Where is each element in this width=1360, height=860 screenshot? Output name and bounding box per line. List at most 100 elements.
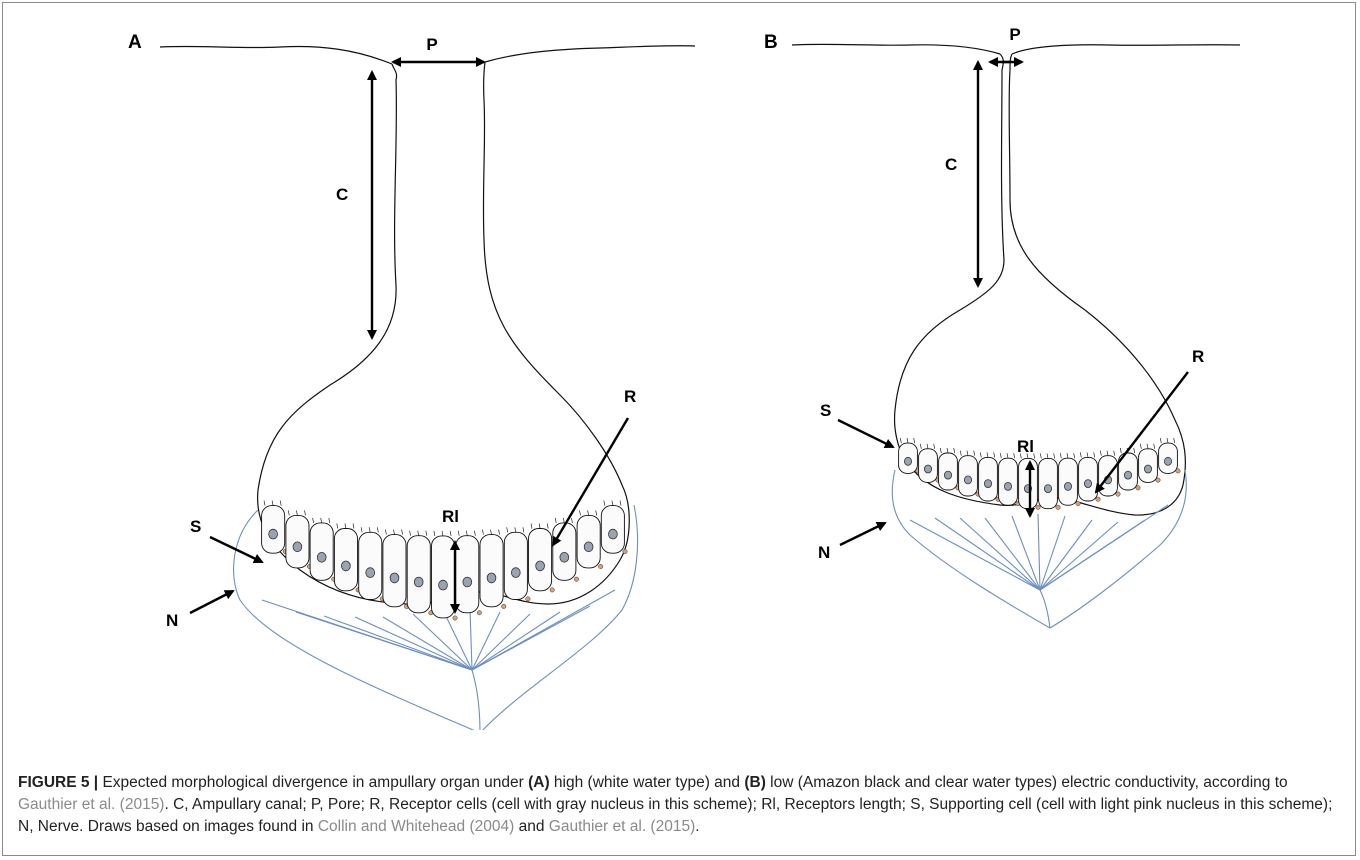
panel-a-receptor-length-label: Rl bbox=[442, 507, 459, 526]
panel-b-nerve-label: N bbox=[818, 543, 830, 562]
receptor-nucleus bbox=[1004, 482, 1011, 490]
caption-text-3: low (Amazon black and clear water types)… bbox=[766, 774, 1288, 791]
cilium bbox=[369, 527, 370, 532]
cilium bbox=[927, 444, 928, 449]
cilium bbox=[539, 524, 540, 529]
receptor-nucleus bbox=[366, 568, 375, 578]
cilium bbox=[555, 518, 556, 523]
receptor-nucleus bbox=[1124, 471, 1131, 479]
receptor-nucleus bbox=[463, 577, 472, 587]
caption-figure-label: FIGURE 5 | bbox=[18, 774, 98, 791]
panel-b-letter: B bbox=[764, 32, 778, 53]
caption-text-2: high (white water type) and bbox=[550, 774, 745, 791]
receptor-nucleus bbox=[414, 577, 423, 587]
panel-a-nerve-label: N bbox=[166, 611, 178, 630]
cilium bbox=[418, 531, 419, 536]
receptor-nucleus bbox=[964, 476, 971, 484]
receptor-nucleus bbox=[944, 471, 951, 479]
cilium bbox=[1047, 453, 1048, 458]
panel-a-nerve-arrow bbox=[190, 591, 233, 613]
cilium bbox=[1134, 448, 1135, 453]
cilium bbox=[1120, 448, 1121, 453]
cilium bbox=[361, 527, 362, 532]
supporting-cell-nucleus bbox=[623, 549, 627, 553]
figure-caption: FIGURE 5 | Expected morphological diverg… bbox=[18, 772, 1348, 838]
panel-a: A P C Rl R bbox=[128, 32, 695, 730]
cilium bbox=[580, 510, 581, 515]
caption-text-6: . bbox=[695, 818, 699, 835]
cilium bbox=[934, 444, 935, 449]
cilium bbox=[410, 531, 411, 536]
cilium bbox=[1107, 451, 1108, 456]
cilium bbox=[442, 531, 443, 536]
receptor-cell bbox=[407, 536, 430, 613]
cilium bbox=[450, 531, 451, 536]
receptor-cell bbox=[359, 532, 382, 599]
cilium bbox=[547, 524, 548, 529]
panel-b-receptor-label: R bbox=[1192, 347, 1204, 366]
caption-citation-link[interactable]: Collin and Whitehead (2004) bbox=[318, 818, 514, 835]
panel-b-receptor-epithelium bbox=[899, 438, 1181, 509]
cilium bbox=[1174, 438, 1175, 443]
cilium bbox=[458, 531, 459, 536]
caption-panel-a-ref: (A) bbox=[528, 774, 550, 791]
panel-a-supporting-label: S bbox=[190, 517, 201, 536]
cilium bbox=[491, 530, 492, 535]
cilium bbox=[1000, 453, 1001, 458]
receptor-cell bbox=[1019, 458, 1038, 508]
receptor-nucleus bbox=[1144, 465, 1151, 473]
panel-a-letter: A bbox=[128, 32, 142, 53]
panel-a-supporting-arrow bbox=[210, 537, 262, 562]
panel-b-supporting-arrow bbox=[838, 420, 893, 447]
supporting-cell-nucleus bbox=[1116, 492, 1120, 496]
cilium bbox=[507, 527, 508, 532]
cilium bbox=[264, 501, 265, 506]
cilium bbox=[272, 501, 273, 506]
cilium bbox=[1147, 444, 1148, 449]
cilium bbox=[1007, 453, 1008, 458]
cilium bbox=[345, 524, 346, 529]
receptor-cell bbox=[553, 523, 576, 580]
cilium bbox=[377, 527, 378, 532]
cilium bbox=[280, 501, 281, 506]
cilium bbox=[523, 527, 524, 532]
cilium bbox=[987, 452, 988, 457]
receptor-nucleus bbox=[269, 529, 278, 539]
panel-b-pore-label: P bbox=[1009, 25, 1020, 44]
receptor-cell bbox=[529, 529, 552, 591]
cilium bbox=[612, 501, 613, 506]
caption-text-5: and bbox=[514, 818, 548, 835]
receptor-nucleus bbox=[293, 542, 302, 552]
cilium bbox=[531, 524, 532, 529]
cilium bbox=[1100, 451, 1101, 456]
cilium bbox=[596, 510, 597, 515]
caption-citation-link[interactable]: Gauthier et al. (2015) bbox=[18, 796, 164, 813]
cilium bbox=[1067, 453, 1068, 458]
caption-citation-link[interactable]: Gauthier et al. (2015) bbox=[549, 818, 695, 835]
cilium bbox=[288, 510, 289, 515]
cilium bbox=[394, 530, 395, 535]
receptor-cell bbox=[432, 536, 455, 618]
receptor-cell bbox=[504, 532, 527, 599]
cilium bbox=[1014, 453, 1015, 458]
cilium bbox=[571, 518, 572, 523]
supporting-cell-nucleus bbox=[1056, 505, 1060, 509]
cilium bbox=[980, 452, 981, 457]
cilium bbox=[563, 518, 564, 523]
cilium bbox=[426, 531, 427, 536]
supporting-cell-nucleus bbox=[574, 577, 578, 581]
panel-b-supporting-label: S bbox=[820, 401, 831, 420]
supporting-cell-nucleus bbox=[1176, 469, 1180, 473]
cilium bbox=[1154, 444, 1155, 449]
panel-b: B P C Rl R S bbox=[764, 25, 1240, 628]
receptor-cell bbox=[334, 529, 357, 591]
cilium bbox=[321, 518, 322, 523]
panel-a-receptor-label: R bbox=[624, 387, 636, 406]
panel-b-nerve-arrow bbox=[840, 523, 885, 545]
receptor-nucleus bbox=[317, 552, 326, 562]
cilium bbox=[1114, 451, 1115, 456]
cilium bbox=[907, 438, 908, 443]
cilium bbox=[305, 510, 306, 515]
cilium bbox=[1094, 452, 1095, 457]
receptor-nucleus bbox=[560, 552, 569, 562]
